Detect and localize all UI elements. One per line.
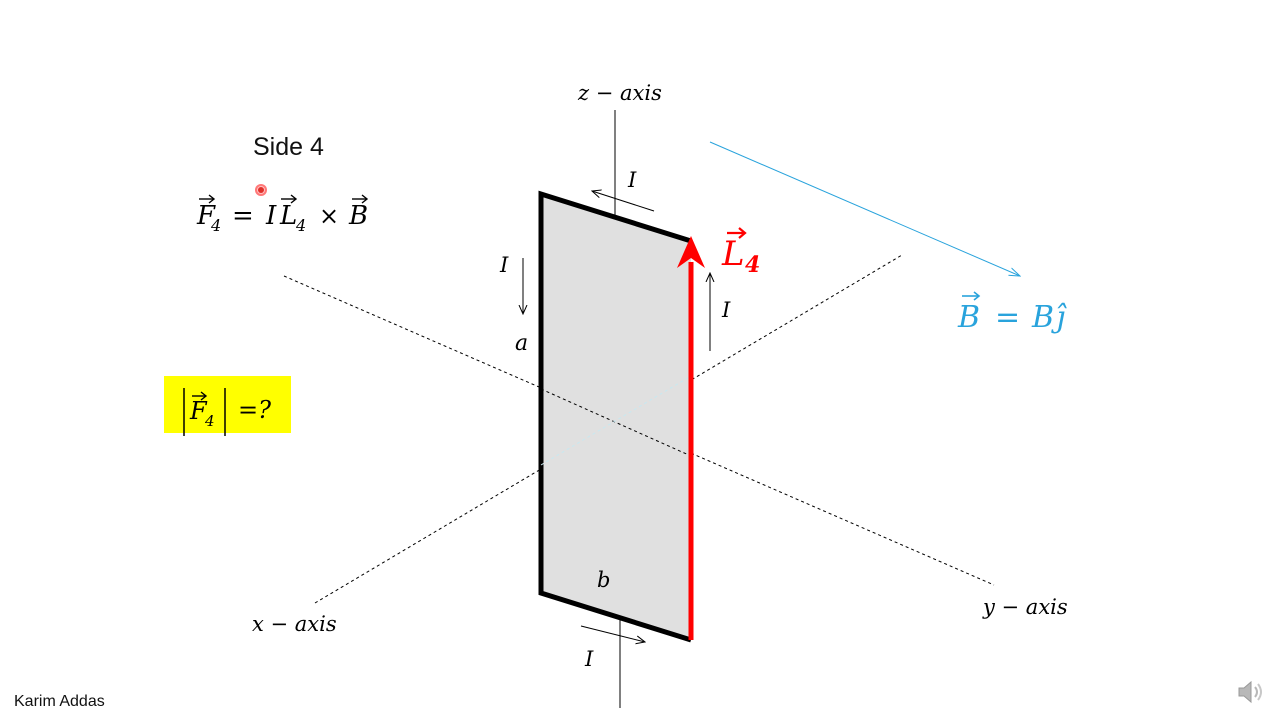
svg-text:F: F <box>196 201 216 231</box>
svg-text:B: B <box>1031 300 1054 335</box>
l4-vector-arrowhead <box>677 236 705 268</box>
highlight-box <box>164 376 291 433</box>
svg-text:4: 4 <box>210 216 221 235</box>
svg-text:I: I <box>265 201 277 231</box>
svg-text:4: 4 <box>745 252 760 278</box>
z-axis-label: z − axis <box>577 81 662 105</box>
svg-text:B: B <box>957 300 980 335</box>
b-field-equation: B = B ĵ <box>957 291 1067 335</box>
svg-text:B: B <box>348 201 368 231</box>
svg-text:×: × <box>319 202 339 230</box>
x-axis-label: x − axis <box>252 612 337 636</box>
current-label-right: I <box>721 298 731 322</box>
svg-text:L: L <box>279 201 297 231</box>
side-b-label: b <box>597 568 610 592</box>
force-equation: F 4 = I L 4 × B <box>196 194 369 235</box>
svg-text:F: F <box>189 397 208 425</box>
speaker-icon[interactable] <box>1236 678 1266 706</box>
l4-vector-label: L 4 <box>721 227 760 278</box>
b-field-arrow <box>709 141 1020 276</box>
laser-pointer-icon <box>255 184 267 196</box>
svg-text:=: = <box>232 201 254 231</box>
current-label-left: I <box>499 253 509 277</box>
svg-text:=?: =? <box>238 396 271 424</box>
svg-text:=: = <box>995 300 1020 335</box>
current-arrow-top <box>592 191 655 212</box>
y-axis-label: y − axis <box>982 595 1068 619</box>
current-loop-border <box>538 190 692 643</box>
current-loop-plate <box>541 194 691 640</box>
force-magnitude-question: F 4 =? <box>164 376 291 436</box>
svg-text:4: 4 <box>295 216 306 235</box>
side-a-label: a <box>515 331 528 356</box>
current-arrow-bottom <box>580 625 645 642</box>
current-label-bottom: I <box>584 647 594 671</box>
x-axis-over-plate <box>540 375 692 466</box>
svg-text:4: 4 <box>204 412 215 430</box>
current-label-top: I <box>627 168 637 192</box>
slide-title: Side 4 <box>253 133 324 161</box>
svg-text:L: L <box>721 234 745 274</box>
author-name: Karim Addas <box>14 693 105 710</box>
